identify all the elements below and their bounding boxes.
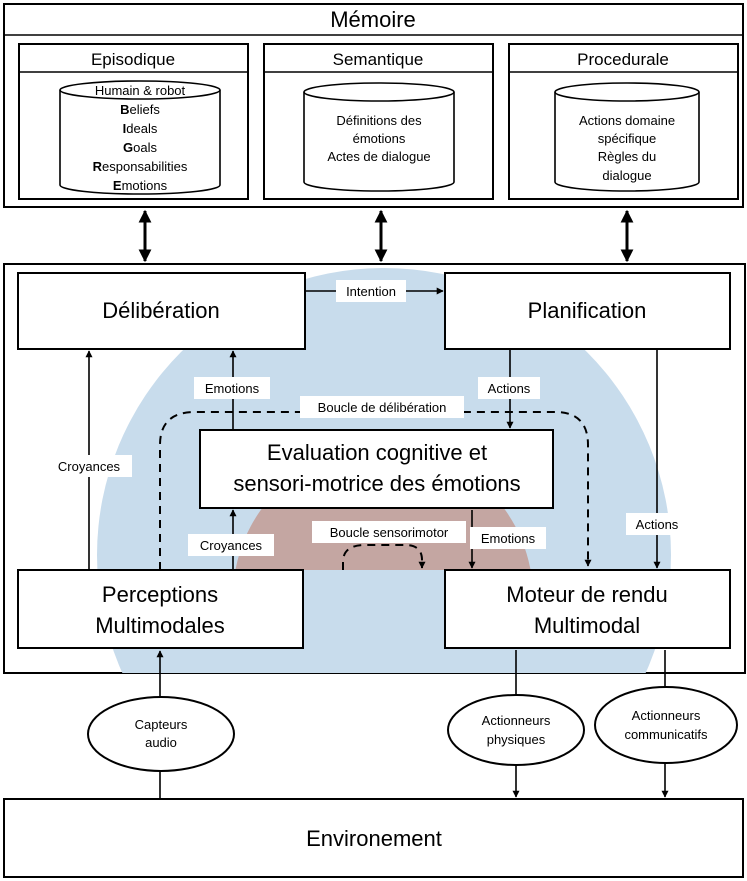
memory-title: Mémoire [330,7,416,32]
episodic-title: Episodique [91,50,175,69]
communicative-actuators: Actionneurs communicatifs [594,686,738,764]
connector-labels: Intention Emotions Actions Boucle de dél… [46,280,688,556]
semantic-line-2: Actes de dialogue [327,149,430,164]
episodic-database-icon [59,80,221,195]
audio-sensors-line-1: audio [145,735,177,750]
procedural-memory: Procedurale Actions domaine spécifique R… [508,43,739,200]
semantic-database-icon [303,82,455,192]
procedural-line-1: spécifique [598,131,657,146]
deliberation-title: Délibération [102,298,219,323]
procedural-database-icon [554,82,700,192]
system-panel: Délibération Planification Evaluation co… [3,263,746,674]
physical-actuators: Actionneurs physiques [447,694,585,766]
procedural-line-0: Actions domaine [579,113,675,128]
semantic-line-1: émotions [353,131,406,146]
physical-actuators-line-1: physiques [487,732,546,747]
label-emotions-right: Emotions [481,531,536,546]
environment-title: Environement [306,826,442,851]
deliberation-module: Délibération [17,272,306,350]
procedural-line-3: dialogue [602,168,651,183]
memory-panel: Mémoire Episodique Humain & robot Belief… [3,3,744,208]
evaluation-line-1: sensori-motrice des émotions [233,471,520,496]
semantic-memory: Semantique Définitions des émotions Acte… [263,43,494,200]
semantic-line-0: Définitions des [336,113,422,128]
episodic-memory: Episodique Humain & robot Beliefs Ideals… [18,43,249,200]
episodic-line-3: Goals [123,140,157,155]
label-croyances-left: Croyances [58,459,121,474]
episodic-line-4: Responsabilities [93,159,188,174]
label-actions-mid: Actions [488,381,531,396]
procedural-title: Procedurale [577,50,669,69]
evaluation-line-0: Evaluation cognitive et [267,440,487,465]
label-sensorimotor-loop: Boucle sensorimotor [330,525,449,540]
semantic-title: Semantique [333,50,424,69]
evaluation-module: Evaluation cognitive et sensori-motrice … [199,429,554,509]
label-actions-right: Actions [636,517,679,532]
episodic-line-5: Emotions [113,178,168,193]
label-intention: Intention [346,284,396,299]
perceptions-module: Perceptions Multimodales [17,569,304,649]
perceptions-line-0: Perceptions [102,582,218,607]
episodic-line-0: Humain & robot [95,83,186,98]
physical-actuators-line-0: Actionneurs [482,713,551,728]
label-croyances-mid: Croyances [200,538,263,553]
perceptions-line-1: Multimodales [95,613,225,638]
planification-title: Planification [528,298,647,323]
render-engine-module: Moteur de rendu Multimodal [444,569,731,649]
episodic-line-2: Ideals [123,121,158,136]
render-engine-line-1: Multimodal [534,613,640,638]
episodic-line-1: Beliefs [120,102,160,117]
communicative-actuators-line-1: communicatifs [624,727,708,742]
audio-sensors-line-0: Capteurs [135,717,188,732]
memory-link-arrows [138,209,634,263]
procedural-line-2: Règles du [598,149,657,164]
render-engine-line-0: Moteur de rendu [506,582,667,607]
label-deliberation-loop: Boucle de délibération [318,400,447,415]
planification-module: Planification [444,272,731,350]
audio-sensors: Capteurs audio [87,696,235,772]
environment-panel: Environement [3,798,744,878]
label-emotions-left: Emotions [205,381,260,396]
communicative-actuators-line-0: Actionneurs [632,708,701,723]
